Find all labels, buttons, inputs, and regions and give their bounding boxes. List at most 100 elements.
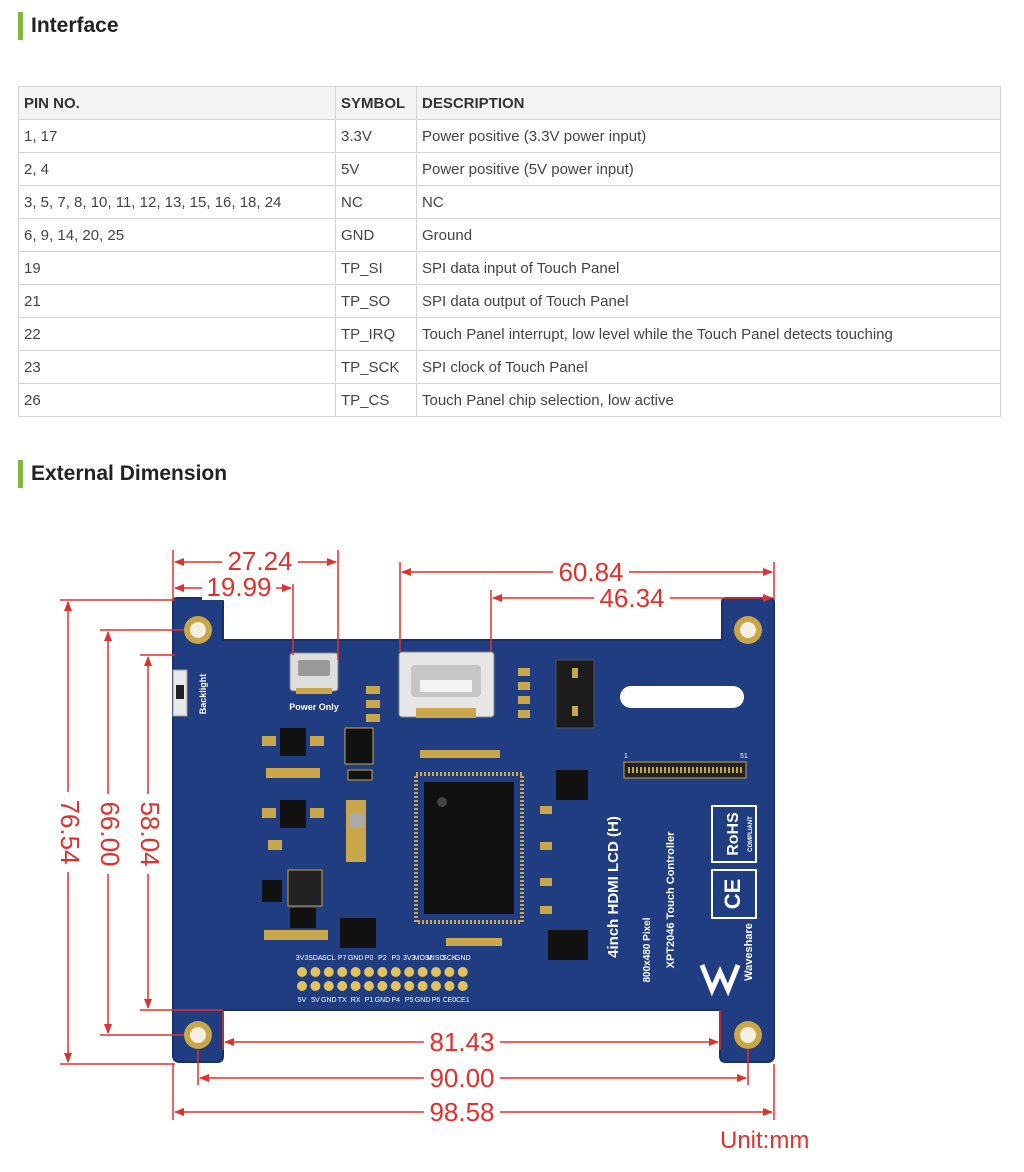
dim-label: 19.99 (206, 572, 271, 602)
dim-label-66-00: 66.00 (94, 794, 125, 874)
col-header-symbol: SYMBOL (335, 86, 417, 120)
smd-components-left (262, 727, 376, 948)
product-name-label: 4inch HDMI LCD (H) (605, 816, 622, 958)
table-row: 21 TP_SO SPI data output of Touch Panel (18, 284, 1001, 318)
table-header-row: PIN NO. SYMBOL DESCRIPTION (18, 86, 1001, 120)
gpio-label-top: P7 (338, 955, 347, 962)
gpio-header: 3V35VSDA5VSCLGNDP7TXGNDRXP0P1P2GNDP3P43V… (296, 955, 471, 1004)
dim-label-58-04: 58.04 (134, 794, 165, 874)
gpio-label-top: 3V3 (296, 955, 309, 962)
cell-pin: 19 (18, 251, 336, 285)
gpio-label-bottom: P5 (405, 997, 414, 1004)
gpio-label-top: P2 (378, 955, 387, 962)
mounting-hole (184, 1021, 212, 1049)
dim-label: 46.34 (599, 583, 664, 613)
gpio-label-top: P0 (365, 955, 374, 962)
unit-label: Unit:mm (720, 1127, 809, 1154)
gpio-pin (297, 981, 307, 991)
cell-pin: 1, 17 (18, 119, 336, 153)
gpio-label-top: GND (455, 955, 471, 962)
gpio-pin (431, 967, 441, 977)
dim-label: 81.43 (429, 1027, 494, 1057)
rohs-label: RoHS (725, 812, 742, 856)
gpio-pin (323, 967, 334, 977)
dimension-title: External Dimension (31, 462, 228, 485)
cell-pin: 3, 5, 7, 8, 10, 11, 12, 13, 15, 16, 18, … (18, 185, 336, 219)
backlight-switch (172, 669, 188, 717)
rohs-compliant-label: COMPLIANT (748, 816, 754, 852)
table-row: 3, 5, 7, 8, 10, 11, 12, 13, 15, 16, 18, … (18, 185, 1001, 219)
gpio-pin (310, 981, 321, 991)
dim-label: 58.04 (135, 801, 165, 866)
table-row: 26 TP_CS Touch Panel chip selection, low… (18, 383, 1001, 417)
backlight-label: Backlight (198, 674, 208, 715)
cell-symbol: NC (335, 185, 417, 219)
micro-usb-port (289, 652, 339, 694)
gpio-pin (297, 967, 307, 977)
table-row: 19 TP_SI SPI data input of Touch Panel (18, 251, 1001, 285)
rohs-logo (711, 805, 757, 863)
heading-accent-bar (18, 460, 23, 488)
gpio-label-bottom: GND (375, 997, 391, 1004)
table-row: 1, 17 3.3V Power positive (3.3V power in… (18, 119, 1001, 153)
gpio-pin (390, 967, 401, 977)
gpio-pin (323, 981, 334, 991)
heading-accent-bar (18, 12, 23, 40)
cell-description: NC (416, 185, 1001, 219)
gpio-pin (457, 967, 468, 977)
gpio-pin (390, 981, 401, 991)
cell-pin: 22 (18, 317, 336, 351)
gpio-pin (404, 967, 415, 977)
hdmi-port (398, 651, 495, 718)
cell-description: Power positive (5V power input) (416, 152, 1001, 186)
ce-logo (711, 869, 757, 919)
gpio-pin (417, 981, 428, 991)
dim-label: 66.00 (95, 801, 125, 866)
mounting-hole (734, 1021, 762, 1049)
power-only-label: Power Only (289, 702, 339, 712)
gpio-label-bottom: P4 (392, 997, 401, 1004)
dim-label-27-24: 27.24 (222, 546, 298, 576)
cell-pin: 26 (18, 383, 336, 417)
cell-pin: 2, 4 (18, 152, 336, 186)
gpio-label-top: GND (348, 955, 364, 962)
cell-symbol: 3.3V (335, 119, 417, 153)
cell-symbol: GND (335, 218, 417, 252)
dim-label-19-99: 19.99 (202, 572, 276, 602)
cell-pin: 21 (18, 284, 336, 318)
gpio-label-bottom: GND (415, 997, 431, 1004)
gpio-pin (364, 981, 374, 991)
cell-description: Touch Panel chip selection, low active (416, 383, 1001, 417)
cell-description: Ground (416, 218, 1001, 252)
interface-title: Interface (31, 14, 119, 37)
touch-controller-label: XPT2046 Touch Controller (665, 831, 677, 968)
cell-symbol: TP_CS (335, 383, 417, 417)
gpio-label-top: SCL (322, 955, 336, 962)
gpio-label-bottom: P6 (432, 997, 441, 1004)
gpio-label-bottom: P1 (365, 997, 374, 1004)
gpio-pin (444, 967, 455, 977)
dim-label: 60.84 (558, 557, 623, 587)
waveshare-logo (699, 964, 741, 997)
gpio-pin (337, 981, 348, 991)
cell-symbol: TP_SCK (335, 350, 417, 384)
ce-label: CE (720, 879, 745, 910)
gpio-pin (431, 981, 441, 991)
gpio-pin (404, 981, 415, 991)
cell-symbol: TP_SI (335, 251, 417, 285)
gpio-label-top: MISO (427, 955, 445, 962)
table-row: 2, 4 5V Power positive (5V power input) (18, 152, 1001, 186)
gpio-pin (444, 981, 455, 991)
gpio-pin (337, 967, 348, 977)
gpio-label-bottom: 5V (311, 997, 320, 1004)
dim-label: 90.00 (429, 1063, 494, 1093)
gpio-pin (350, 967, 361, 977)
gpio-label-top: 3V3 (403, 955, 416, 962)
fpc-pin-first: 1 (624, 753, 628, 760)
fpc-pin-last: 51 (740, 753, 748, 760)
table-row: 22 TP_IRQ Touch Panel interrupt, low lev… (18, 317, 1001, 351)
main-chip (414, 772, 524, 924)
gpio-label-top: MOSI (414, 955, 432, 962)
pin-table: PIN NO. SYMBOL DESCRIPTION 1, 17 3.3V Po… (18, 86, 1001, 417)
cell-description: SPI data output of Touch Panel (416, 284, 1001, 318)
